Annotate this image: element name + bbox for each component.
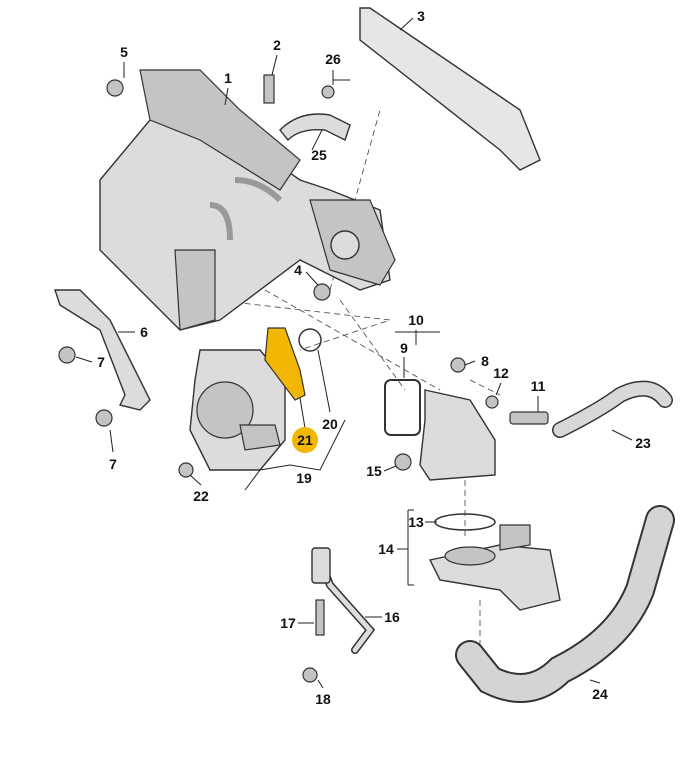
part-20-seal [298, 328, 322, 352]
part-14-valve [428, 524, 561, 611]
callout-26: 26 [325, 51, 341, 67]
part-3-gasket [359, 7, 541, 171]
part-16-spacer [311, 547, 331, 584]
part-18-bolt [302, 667, 318, 683]
part-15-bolt [394, 453, 412, 471]
part-7-bolt-upper [58, 346, 76, 364]
callout-8: 8 [481, 353, 489, 369]
callout-15: 15 [366, 463, 382, 479]
part-2-sensor [263, 74, 275, 104]
part-6-bracket [54, 289, 151, 411]
callout-6: 6 [140, 324, 148, 340]
callout-12: 12 [493, 365, 509, 381]
callout-7-lower: 7 [109, 456, 117, 472]
callout-4: 4 [294, 262, 302, 278]
callout-25: 25 [311, 147, 327, 163]
callout-13: 13 [408, 514, 424, 530]
callout-10: 10 [408, 312, 424, 328]
callout-18: 18 [315, 691, 331, 707]
callout-1: 1 [224, 70, 232, 86]
part-12-bolt [485, 395, 499, 409]
callout-3: 3 [417, 8, 425, 24]
callout-11: 11 [530, 378, 546, 394]
callout-24: 24 [592, 686, 608, 702]
part-11-sensor [509, 411, 549, 425]
part-25-pipe [279, 113, 351, 142]
callout-14: 14 [378, 541, 394, 557]
callout-21-highlighted: 21 [292, 427, 318, 453]
part-10-housing [419, 389, 496, 481]
callout-20: 20 [322, 416, 338, 432]
part-17-bolt [315, 599, 325, 636]
callout-7-upper: 7 [97, 354, 105, 370]
leader-lines [75, 17, 633, 689]
part-9-gasket [384, 379, 421, 436]
part-26-bolt [321, 85, 335, 99]
part-7-bolt-lower [95, 409, 113, 427]
callout-2: 2 [273, 37, 281, 53]
part-8-plug [450, 357, 466, 373]
part-5-bolt [106, 79, 124, 97]
part-22-bolt [178, 462, 194, 478]
part-21-gasket [264, 327, 306, 401]
part-1-egr-cooler [99, 69, 396, 331]
callout-16: 16 [384, 609, 400, 625]
callout-22: 22 [193, 488, 209, 504]
part-19-assembly [189, 349, 286, 471]
callout-19: 19 [296, 470, 312, 486]
part-4-bolt [313, 283, 331, 301]
callout-9: 9 [400, 340, 408, 356]
callout-17: 17 [280, 615, 296, 631]
callout-23: 23 [635, 435, 651, 451]
callout-5: 5 [120, 44, 128, 60]
